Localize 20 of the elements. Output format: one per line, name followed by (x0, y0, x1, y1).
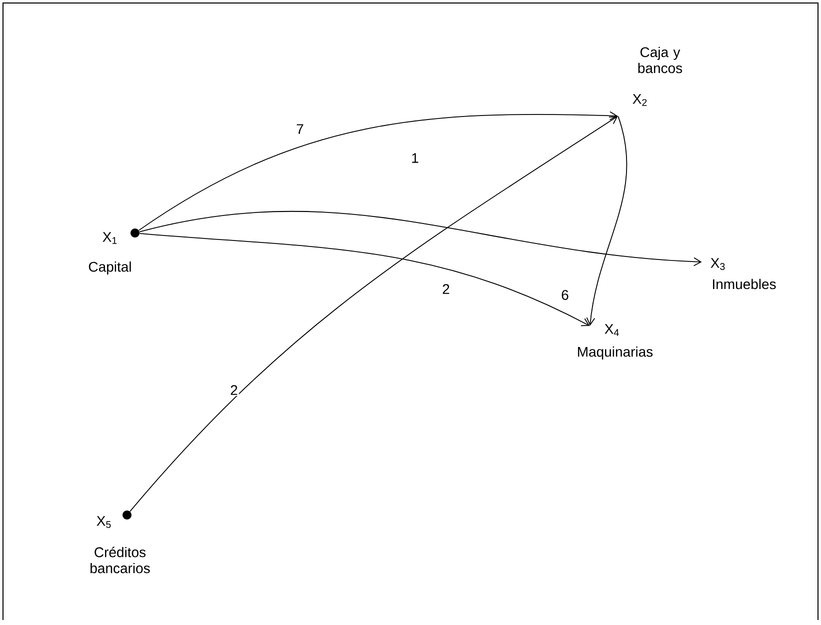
node-caption: Caja y bancos (638, 46, 682, 74)
node-label: X$_{5}$ (96, 516, 111, 528)
node-caption: Capital (88, 261, 131, 275)
arrow (586, 116, 628, 326)
arrow (139, 232, 590, 326)
node-label: X$_{2}$ (632, 94, 647, 106)
edge-label: 2 (229, 384, 239, 396)
edge-label: 1 (410, 152, 420, 164)
node-label: X$_{3}$ (710, 258, 725, 270)
arrow (138, 111, 618, 231)
node-caption: Créditos bancarios (90, 546, 150, 574)
edge-label: 6 (560, 289, 570, 301)
node-label: X$_{1}$ (102, 232, 117, 244)
node-caption: Inmuebles (713, 278, 776, 290)
edge-label: 7 (295, 123, 305, 135)
edge-label: 2 (441, 283, 451, 295)
node-caption: Maquinarias (578, 346, 653, 360)
arrow (139, 210, 702, 266)
arrow (130, 116, 618, 512)
node-label: X$_{4}$ (604, 324, 619, 336)
